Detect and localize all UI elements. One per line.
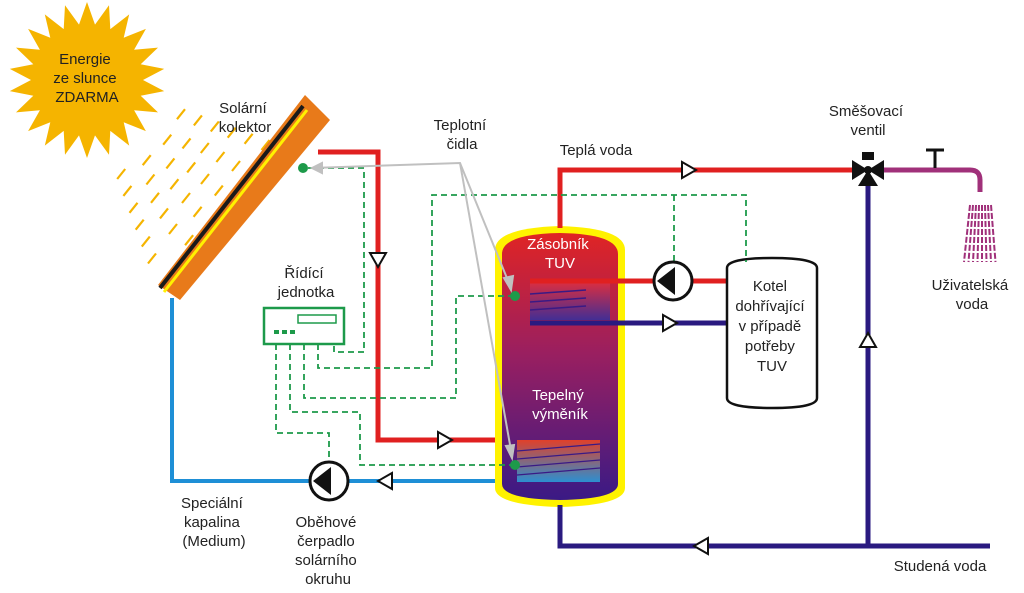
warm-water-pipe [557, 167, 862, 228]
sun-ray [147, 252, 157, 265]
sun-ray [243, 133, 254, 145]
flow-arrow-down [368, 252, 388, 270]
solar-collector [158, 95, 330, 300]
sun-ray [165, 157, 176, 170]
sun-ray [141, 154, 152, 166]
sun-ray [169, 178, 180, 190]
solar-pump-icon [308, 460, 350, 502]
sun-ray [181, 137, 192, 150]
upper-coil [529, 282, 610, 320]
control-signal-lines [275, 167, 747, 466]
sun-ray [192, 206, 203, 218]
tank-top-label: Zásobník TUV [527, 236, 593, 272]
sun-ray [159, 207, 169, 220]
boiler-label: Kotel dohřívající v případě potřeby TUV [735, 278, 808, 375]
flow-arrow-left [375, 471, 393, 491]
sun-ray [193, 114, 203, 127]
sun-ray [209, 120, 220, 133]
sun-ray [184, 234, 194, 246]
temperature-sensors [298, 163, 520, 470]
mixing-valve-icon [852, 152, 884, 186]
warm-water-label: Teplá voda [560, 142, 633, 159]
sun-rays [116, 108, 271, 265]
sun-icon [9, 2, 165, 158]
sun-ray [134, 219, 145, 231]
control-unit-label: Řídící jednotka [277, 265, 335, 301]
shower-stream [990, 204, 997, 263]
cold-water-pipe [557, 182, 990, 549]
sun-ray [140, 235, 151, 248]
medium-return-pipe [170, 298, 600, 483]
control-unit [262, 306, 346, 346]
sun-ray [199, 142, 210, 154]
flow-arrow-right [662, 313, 680, 333]
sensor-collector [298, 163, 308, 173]
sun-ray [181, 192, 191, 204]
sun-ray [226, 127, 237, 139]
sun-ray [150, 192, 160, 204]
sun-ray [186, 161, 197, 174]
flow-arrow-right [681, 160, 699, 180]
boiler-pump-icon [652, 260, 694, 302]
flow-arrow-left [691, 536, 709, 556]
special-fluid-label: Speciální kapalina (Medium) [181, 495, 247, 550]
shower-stream [984, 204, 988, 263]
sun-label: Energie ze slunce ZDARMA [53, 51, 121, 106]
sun-ray [260, 139, 271, 151]
sensors-label: Teplotní čidla [434, 117, 491, 153]
flow-arrow-right [437, 430, 455, 450]
sun-ray [162, 134, 173, 146]
shower-stream [976, 204, 980, 263]
flow-arrow-up [858, 330, 878, 348]
sensor-heat-exchanger [510, 460, 520, 470]
sun-ray [213, 184, 224, 197]
heat-exchanger-label: Tepelný výměník [532, 387, 588, 423]
heat-exchanger-coil [516, 440, 601, 482]
shower-stream [987, 204, 992, 263]
sun-ray [145, 173, 156, 186]
sun-ray [176, 108, 186, 120]
mixing-valve-label: Směšovací ventil [829, 103, 907, 139]
sensor-tank-top [510, 291, 520, 301]
pump-label: Oběhové čerpadlo solárního okruhu [295, 514, 361, 588]
sun-ray [116, 168, 127, 180]
sun-ray [168, 223, 178, 235]
cold-water-label: Studená voda [894, 558, 987, 575]
sensor-pointers [309, 161, 516, 462]
sun-ray [128, 202, 139, 214]
sun-ray [200, 173, 210, 185]
user-water-pipe [876, 167, 983, 192]
collector-supply-pipe [318, 149, 600, 443]
shower-stream [967, 204, 974, 263]
collector-label: Solární kolektor [219, 100, 272, 136]
boiler [725, 256, 819, 410]
sun-ray [122, 185, 133, 197]
sun-ray [231, 160, 241, 172]
user-water-label: Uživatelská voda [932, 277, 1013, 313]
shower-spray-icon [963, 204, 997, 263]
shower-stream [963, 204, 971, 263]
sun: Energie ze slunce ZDARMA [9, 2, 271, 265]
sun-ray [215, 151, 226, 163]
flow-arrows [368, 160, 878, 556]
shower-stream [972, 204, 977, 263]
tap-icon [926, 148, 944, 168]
